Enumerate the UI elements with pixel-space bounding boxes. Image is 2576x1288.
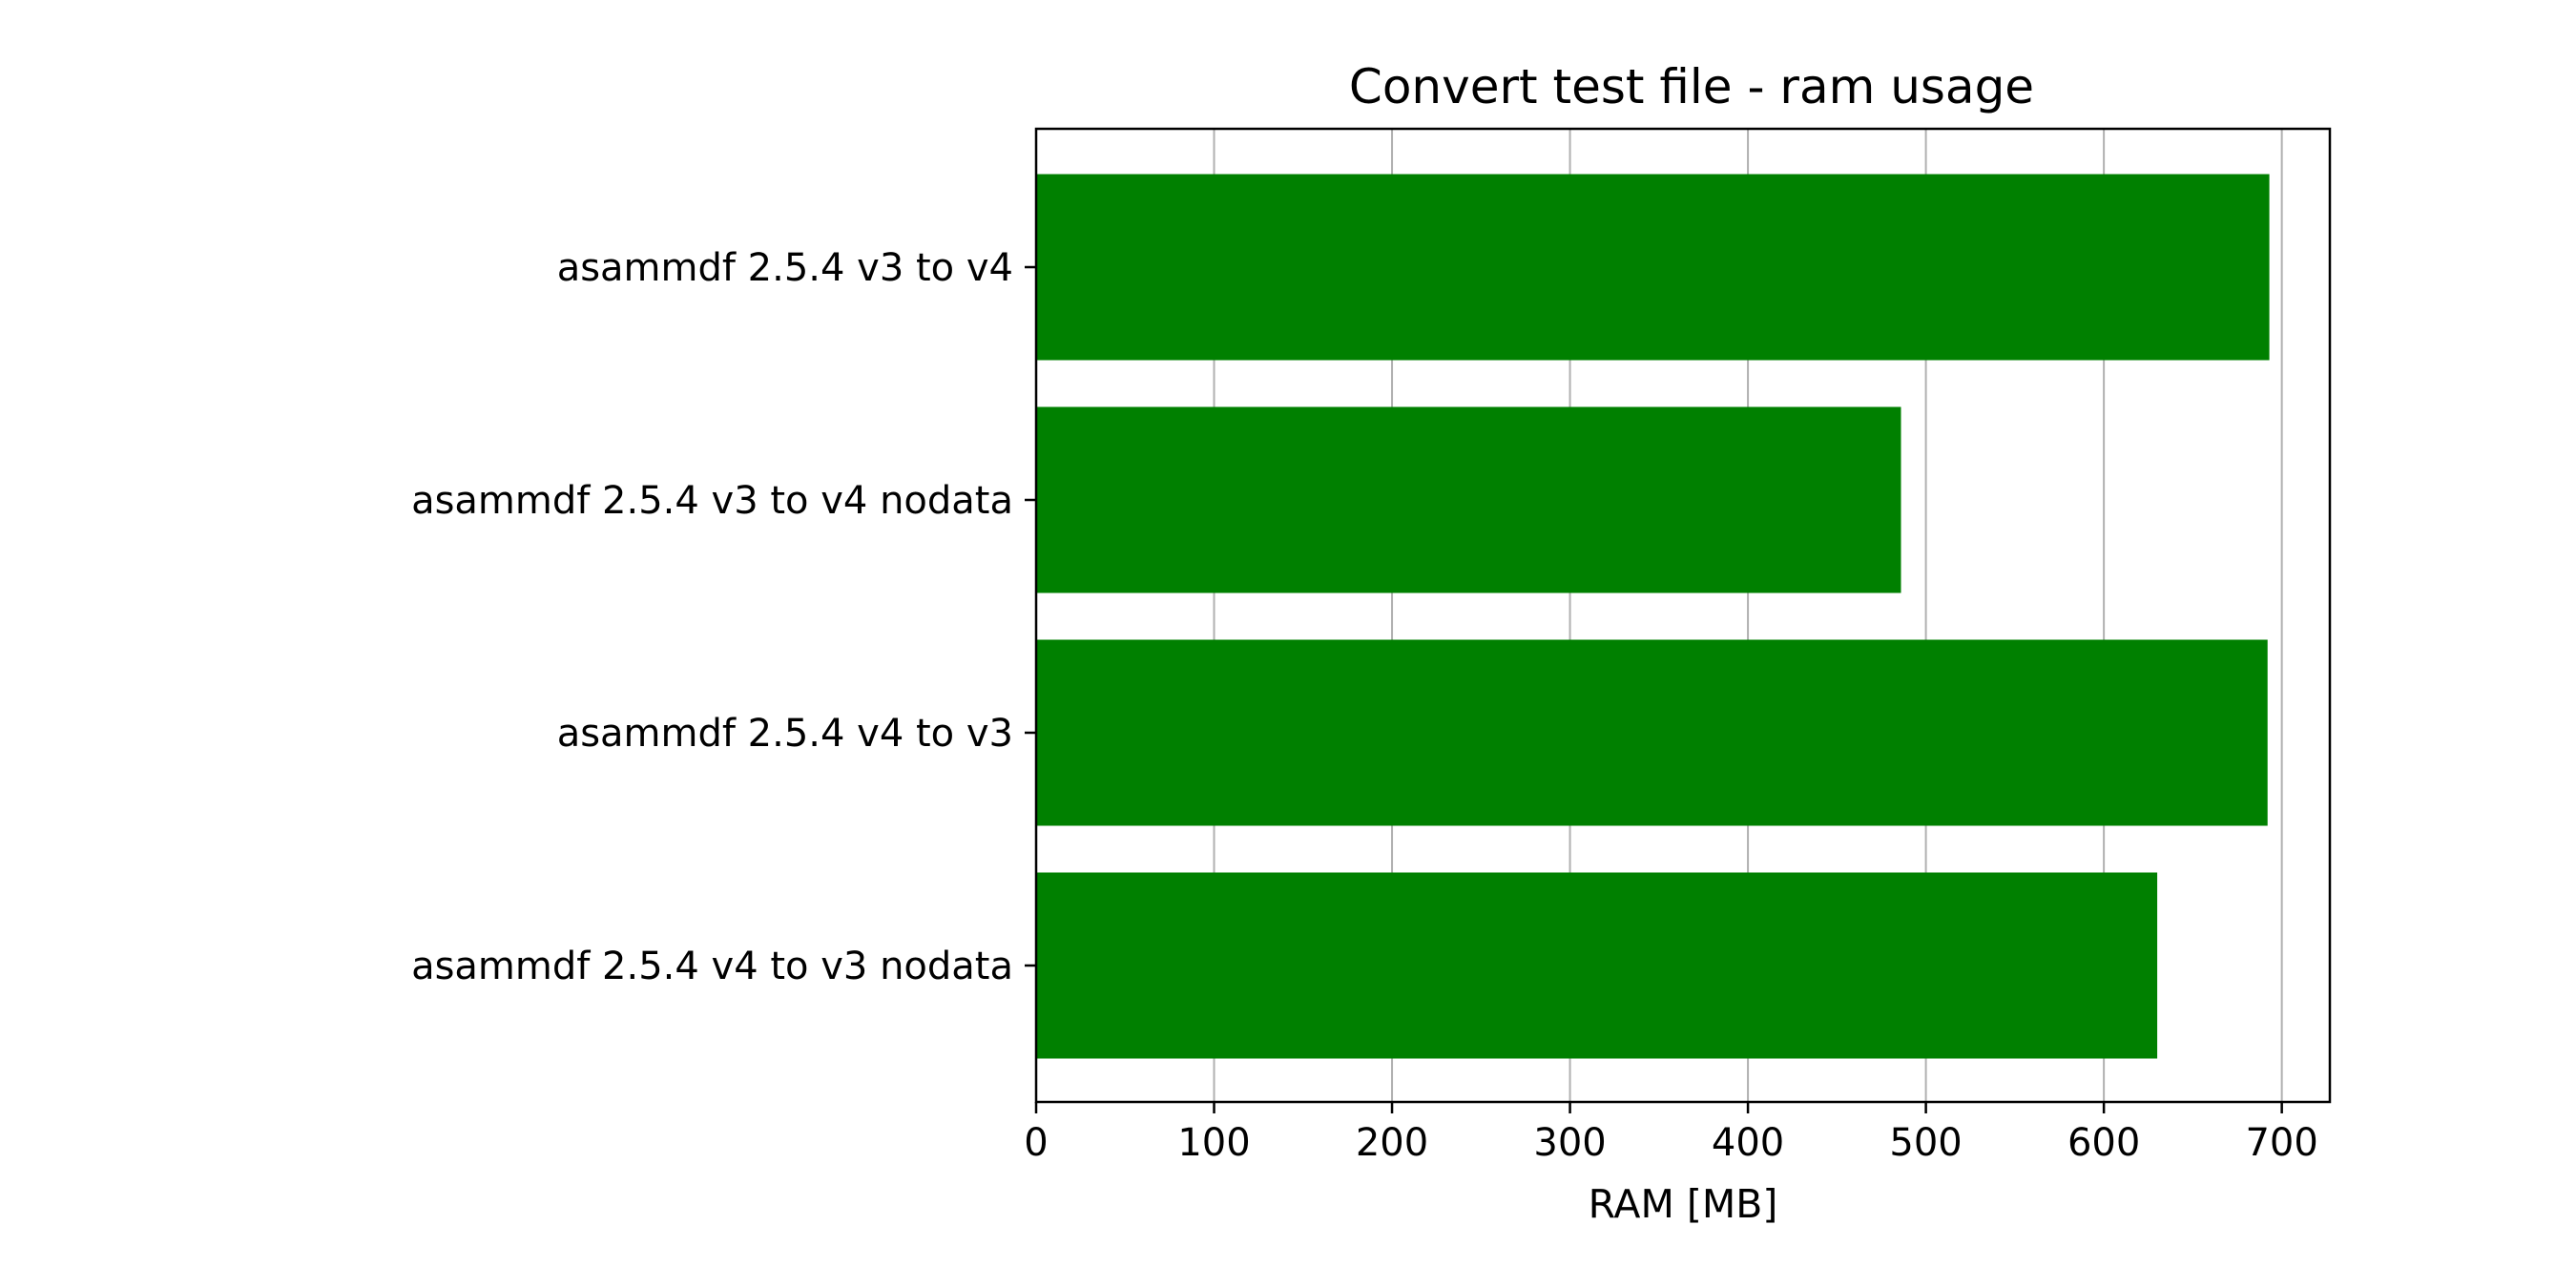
x-tick-label-0: 0 bbox=[1024, 1121, 1048, 1165]
x-tick-label-4: 400 bbox=[1712, 1121, 1784, 1165]
x-tick-label-6: 600 bbox=[2067, 1121, 2140, 1165]
x-tick-label-7: 700 bbox=[2245, 1121, 2317, 1165]
x-tick-label-5: 500 bbox=[1889, 1121, 1962, 1165]
chart-title: Convert test file - ram usage bbox=[1349, 59, 2034, 114]
plot-frame bbox=[1034, 127, 2332, 1104]
bar-3 bbox=[1036, 872, 2158, 1059]
y-tick-label-1: asammdf 2.5.4 v3 to v4 nodata bbox=[411, 479, 1013, 523]
y-axis: asammdf 2.5.4 v3 to v4 asammdf 2.5.4 v3 t… bbox=[411, 246, 1036, 988]
y-tick-label-0: asammdf 2.5.4 v3 to v4 bbox=[557, 246, 1013, 290]
y-tick-label-3: asammdf 2.5.4 v4 to v3 nodata bbox=[411, 945, 1013, 988]
bars bbox=[1036, 174, 2270, 1059]
bar-1 bbox=[1036, 406, 1901, 593]
x-axis: 0 100 200 300 400 500 600 700 bbox=[1024, 1102, 2318, 1165]
x-tick-label-3: 300 bbox=[1533, 1121, 1606, 1165]
x-tick-label-1: 100 bbox=[1177, 1121, 1250, 1165]
bar-2 bbox=[1036, 639, 2268, 826]
bar-0 bbox=[1036, 174, 2270, 361]
x-tick-label-2: 200 bbox=[1356, 1121, 1428, 1165]
y-tick-label-2: asammdf 2.5.4 v4 to v3 bbox=[557, 712, 1013, 756]
x-axis-label: RAM [MB] bbox=[1589, 1181, 1778, 1227]
